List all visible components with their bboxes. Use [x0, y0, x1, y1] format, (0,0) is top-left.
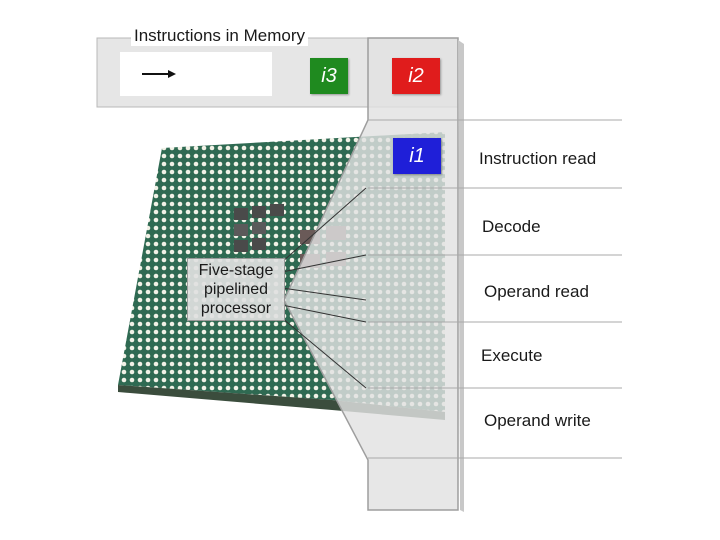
stage-operand-read: Operand read [484, 282, 589, 301]
stage-execute: Execute [481, 346, 543, 365]
stage-instruction-read: Instruction read [479, 149, 597, 168]
stage-operand-write: Operand write [484, 411, 591, 430]
memory-title: Instructions in Memory [131, 26, 308, 46]
stage-connectors [281, 187, 367, 389]
processor-label-line-2: pipelined [203, 281, 269, 298]
processor-label: Five-stage pipelined processor [187, 258, 285, 321]
instruction-i2: i2 [392, 58, 440, 94]
pipeline-panel-shadow [458, 40, 464, 512]
stage-dividers [368, 119, 622, 459]
arrow-right-icon [142, 70, 176, 78]
processor-label-line-1: Five-stage [198, 262, 274, 279]
instruction-i3: i3 [310, 58, 348, 94]
pipeline-panel [283, 37, 459, 511]
stage-decode: Decode [482, 217, 541, 236]
instruction-i1: i1 [393, 138, 441, 174]
processor-label-line-3: processor [200, 300, 272, 317]
